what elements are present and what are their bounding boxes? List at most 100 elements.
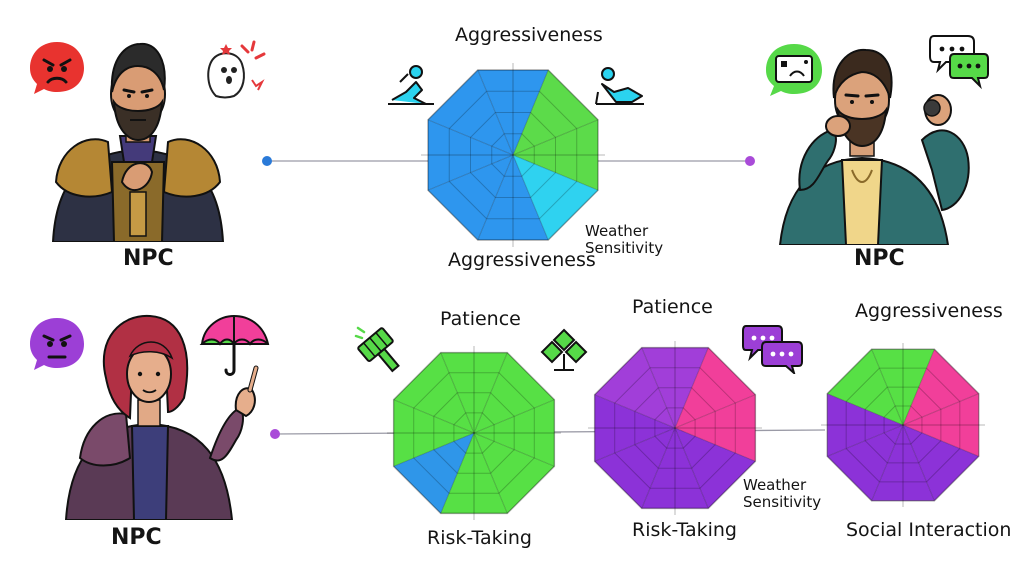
radar-sector [393,352,474,433]
radar-spoke [512,119,599,156]
chat-bubbles-icon-purple [742,325,803,374]
board-game-bubble-icon [766,44,822,96]
top-chart-label-right: Weather Sensitivity [585,222,664,257]
radar-ring [470,112,556,198]
radar-sector [474,352,555,433]
bottom-middle-chart-label-bottom: Risk-Taking [632,519,737,541]
radar-ring [453,412,495,454]
radar-sector [827,425,903,501]
radar-spoke [827,393,904,426]
radar-sector [675,394,756,462]
startled-ghost-icon [207,40,266,99]
radar-ring [845,367,961,483]
radar-spoke [440,432,475,514]
bottom-right-chart-label-bottom: Social Interaction [846,519,1012,541]
radar-sector [440,433,508,514]
radar-sector [428,119,513,191]
bottom-center-chart-label-bottom: Risk-Taking [427,527,532,549]
radar-sector [827,393,903,457]
reclining-person-icon-right [595,67,644,105]
radar-sector [641,428,709,509]
radar-spoke [473,432,508,514]
radar-sector [594,394,675,462]
radar-sector [903,425,979,501]
top-chart-label-bottom: Aggressiveness [448,249,596,271]
top-left-connector-dot [262,156,272,166]
radar-spoke [871,349,904,426]
radar-sector [474,433,555,514]
radar-ring [448,90,578,220]
radar-spoke [427,154,514,191]
radar-spoke [674,394,756,429]
bottom-center-chart-label-top: Patience [440,308,521,330]
radar-sector [477,155,549,240]
angry-face-icon [30,42,84,94]
bottom-middle-chart-label-right: Weather Sensitivity [743,476,822,511]
radar-spoke [473,352,508,434]
radar-ring [413,372,535,494]
radar-spoke [674,347,709,429]
radar-ring [433,392,515,474]
bottom-middle-chart-label-top: Patience [632,296,713,318]
radar-spoke [902,393,979,426]
radar-sector [871,425,935,501]
radar-ring [392,351,556,515]
radar-sector [513,70,598,155]
radar-spoke [674,427,709,509]
radar-ring [634,387,716,469]
radar-ring [883,405,923,445]
radar-spoke [902,424,979,457]
radar-chart-bottom-right [821,343,985,507]
radar-ring [614,367,736,489]
radar-sector [594,428,675,509]
radar-sector [477,70,549,155]
radar-spoke [871,424,904,501]
radar-spoke [827,424,904,457]
radar-sector [641,347,709,428]
radar-chart-bottom-center [387,346,561,520]
flower-icon [540,328,588,371]
radar-spoke [641,347,676,429]
radar-spoke [473,399,555,434]
radar-chart-top-center [421,63,605,247]
radar-spoke [393,399,475,434]
npc-portrait-warrior [51,42,225,242]
radar-spoke [674,427,756,462]
radar-spoke [427,119,514,156]
npc-portrait-woman [64,314,259,520]
radar-spoke [641,427,676,509]
radar-spoke [512,154,549,241]
hammer-icon [354,326,400,373]
radar-sector [474,399,555,467]
bottom-left-connector-dot [270,429,280,439]
radar-spoke [477,154,514,241]
radar-spoke [393,432,475,467]
radar-ring [427,69,599,241]
radar-spoke [477,69,514,156]
radar-spoke [512,154,599,191]
radar-sector [513,119,598,191]
radar-sector [871,349,935,425]
top-right-connector-dot [745,156,755,166]
radar-spoke [473,432,555,467]
radar-sector [903,393,979,457]
top-chart-label-top: Aggressiveness [455,24,603,46]
npc-label-bottom-left: NPC [111,525,162,550]
radar-sector [393,399,474,467]
radar-sector [393,433,474,514]
bottom-right-chart-label-top: Aggressiveness [855,300,1003,322]
radar-ring [654,407,696,449]
umbrella-icon [199,314,270,376]
radar-sector [428,70,513,155]
radar-sector [903,349,979,425]
radar-spoke [902,349,935,426]
radar-spoke [902,424,935,501]
radar-spoke [594,394,676,429]
npc-label-top-left: NPC [123,246,174,271]
radar-ring [593,346,757,510]
npc-label-top-right: NPC [854,246,905,271]
reclining-person-icon-left [388,65,434,105]
radar-sector [827,349,903,425]
radar-sector [594,347,675,428]
radar-sector [675,347,756,428]
